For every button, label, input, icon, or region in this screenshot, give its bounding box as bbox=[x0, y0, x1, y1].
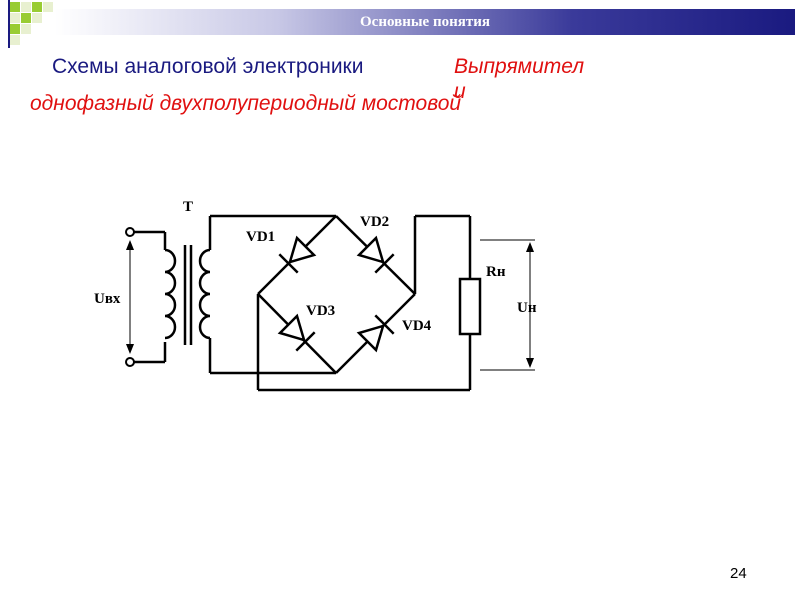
diode-vd4 bbox=[356, 314, 395, 353]
label-output-voltage: Uн bbox=[517, 300, 537, 316]
label-load-resistor: Rн bbox=[486, 264, 506, 280]
header-title: Основные понятия bbox=[360, 14, 490, 30]
slide-title: Схемы аналоговой электроники bbox=[52, 55, 364, 78]
arrow-head-icon bbox=[526, 358, 534, 368]
deco-square bbox=[10, 2, 20, 12]
slide-title-red-word: Выпрямител bbox=[454, 55, 585, 78]
input-terminal bbox=[125, 357, 135, 367]
slide-number: 24 bbox=[730, 565, 747, 582]
deco-square bbox=[21, 13, 31, 23]
deco-square bbox=[21, 24, 31, 34]
label-input-voltage: Uвх bbox=[94, 291, 121, 307]
slide-title-red-letter: и bbox=[454, 80, 466, 103]
deco-square bbox=[32, 2, 42, 12]
label-vd4: VD4 bbox=[402, 318, 432, 334]
primary-coil bbox=[164, 248, 177, 340]
load-resistor bbox=[458, 277, 482, 336]
label-vd3: VD3 bbox=[306, 303, 335, 319]
deco-square bbox=[21, 2, 31, 12]
arrow-head-icon bbox=[126, 240, 134, 250]
deco-square bbox=[10, 13, 20, 23]
arrow-head-icon bbox=[526, 242, 534, 252]
arrow-head-icon bbox=[126, 344, 134, 354]
header-bar: Основные понятия bbox=[55, 9, 795, 35]
input-terminal bbox=[125, 227, 135, 237]
label-vd1: VD1 bbox=[246, 229, 275, 245]
deco-vertical-line bbox=[8, 0, 10, 48]
diode-vd2 bbox=[356, 235, 395, 274]
deco-square bbox=[10, 24, 20, 34]
label-vd2: VD2 bbox=[360, 214, 389, 230]
diode-vd1 bbox=[278, 235, 317, 274]
secondary-coil bbox=[198, 248, 211, 340]
diode-vd3 bbox=[277, 313, 316, 352]
label-transformer: T bbox=[183, 199, 193, 215]
deco-square bbox=[43, 2, 53, 12]
deco-square bbox=[10, 35, 20, 45]
slide-title-line2: однофазный двухполупериодный мостовой bbox=[30, 92, 462, 115]
deco-square bbox=[32, 13, 42, 23]
